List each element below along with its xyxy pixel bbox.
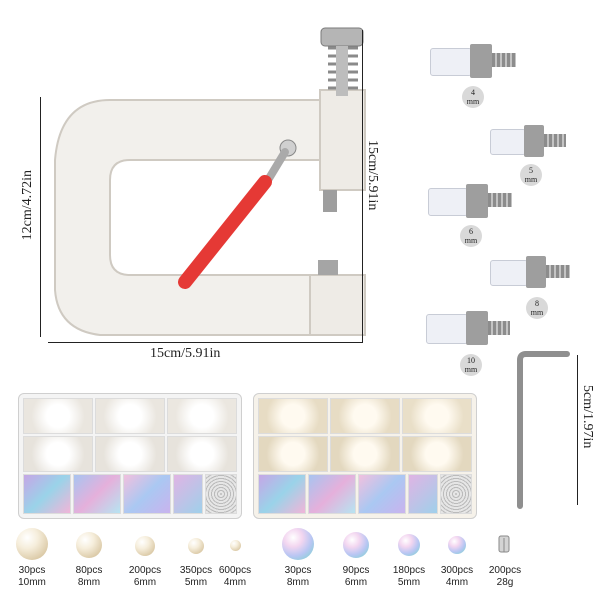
nozzle-6mm	[428, 180, 518, 220]
nozzle-4mm	[430, 40, 520, 80]
machine-illustration	[54, 27, 366, 336]
nozzle-8mm	[490, 254, 574, 290]
height-dimension-line	[40, 97, 41, 337]
pearl-swatch	[76, 532, 102, 558]
rivet-swatch	[496, 534, 512, 556]
ivory-pearl-box	[18, 393, 242, 519]
pearl-swatch	[398, 534, 420, 556]
cream-pearl-box	[253, 393, 477, 519]
pearl-swatch	[448, 536, 466, 554]
width-dimension-line	[48, 342, 363, 343]
nozzle-5mm	[490, 123, 570, 159]
pearl-swatch	[282, 528, 314, 560]
pearl-swatch	[135, 536, 155, 556]
hex-wrench	[512, 350, 572, 510]
depth-dimension-line	[362, 30, 363, 342]
wrench-dimension-label: 5cm/1.97in	[580, 385, 595, 449]
pearl-setting-machine	[40, 20, 380, 350]
pearl-swatch	[188, 538, 204, 554]
pearl-swatch	[230, 540, 241, 551]
height-dimension-label: 12cm/4.72in	[20, 170, 35, 241]
hex-wrench-illustration	[517, 351, 570, 509]
pearl-swatch	[16, 528, 48, 560]
pearl-swatch	[343, 532, 369, 558]
wrench-dimension-line	[577, 355, 578, 505]
depth-dimension-label: 15cm/5.91in	[365, 140, 380, 211]
width-dimension-label: 15cm/5.91in	[150, 346, 221, 361]
nozzle-10mm	[426, 308, 516, 348]
